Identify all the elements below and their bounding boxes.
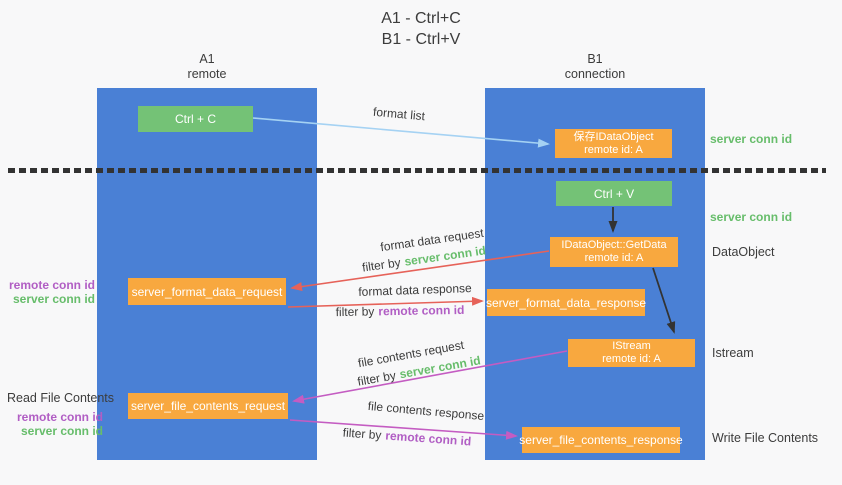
- dotted-separator: [8, 168, 826, 173]
- server-conn-id-annotation-mid: server conn id: [710, 210, 793, 224]
- lane-a1-name: A1: [199, 52, 215, 66]
- format-data-response-label: format data response: [358, 281, 472, 299]
- node-server-format-data-response: server_format_data_response: [485, 289, 647, 316]
- server-conn-id-annotation: server conn id: [12, 291, 95, 306]
- node-save-subtitle: remote id: A: [584, 143, 643, 156]
- node-getdata-subtitle: remote id: A: [584, 252, 644, 264]
- node-server-file-contents-request: server_file_contents_request: [128, 393, 288, 419]
- node-server-file-contents-response: server_file_contents_response: [519, 427, 683, 453]
- node-format-request-label: server_format_data_request: [131, 284, 283, 299]
- lane-a1-role: remote: [187, 67, 227, 81]
- node-format-response-label: server_format_data_response: [485, 295, 647, 310]
- node-idataobject-getdata: IDataObject::GetData remote id: A: [550, 237, 678, 267]
- node-istream-title: IStream: [612, 340, 651, 352]
- node-server-format-data-request: server_format_data_request: [128, 278, 286, 305]
- lane-header-a1: A1 remote: [97, 52, 317, 82]
- istream-annotation: Istream: [712, 346, 754, 360]
- server-conn-id-annotation: server conn id: [20, 423, 103, 438]
- node-ctrl-c-label: Ctrl + C: [174, 112, 216, 126]
- filter-by-text: filter by: [361, 255, 402, 275]
- node-istream: IStream remote id: A: [568, 339, 695, 367]
- node-ctrl-c: Ctrl + C: [138, 106, 253, 132]
- title-line-2: B1 - Ctrl+V: [381, 31, 461, 48]
- remote-conn-id-annotation: remote conn id: [8, 278, 95, 292]
- node-file-request-label: server_file_contents_request: [130, 399, 286, 413]
- node-getdata-title: IDataObject::GetData: [561, 239, 667, 251]
- left-conn-id-pair-1: remote conn id server conn id: [0, 278, 95, 306]
- node-save-title: 保存IDataObject: [573, 130, 654, 143]
- dataobject-annotation: DataObject: [712, 245, 775, 259]
- filter-by-text: filter by: [335, 304, 375, 320]
- lane-header-b1: B1 connection: [485, 52, 705, 82]
- left-conn-id-pair-2: remote conn id server conn id: [0, 410, 103, 438]
- filter-by-text: filter by: [342, 425, 382, 443]
- remote-conn-id-text: remote conn id: [384, 428, 472, 449]
- file-contents-response-label: file contents response: [367, 398, 485, 424]
- diagram-title: A1 - Ctrl+C B1 - Ctrl+V: [0, 8, 842, 50]
- format-list-label: format list: [372, 104, 426, 124]
- node-file-response-label: server_file_contents_response: [519, 433, 683, 447]
- server-conn-id-annotation-top: server conn id: [710, 132, 793, 146]
- node-ctrl-v-label: Ctrl + V: [593, 186, 635, 201]
- write-file-contents-annotation: Write File Contents: [712, 431, 819, 445]
- remote-conn-id-annotation: remote conn id: [16, 410, 103, 424]
- lane-b1-role: connection: [564, 67, 626, 81]
- read-file-contents-annotation: Read File Contents: [7, 391, 115, 405]
- node-istream-subtitle: remote id: A: [602, 353, 661, 365]
- lane-b1-name: B1: [587, 52, 603, 66]
- title-line-1: A1 - Ctrl+C: [381, 10, 461, 27]
- node-save-idataobject: 保存IDataObject remote id: A: [555, 129, 672, 158]
- remote-conn-id-text: remote conn id: [378, 302, 465, 319]
- node-ctrl-v: Ctrl + V: [556, 181, 672, 206]
- filter-by-text: filter by: [356, 368, 397, 389]
